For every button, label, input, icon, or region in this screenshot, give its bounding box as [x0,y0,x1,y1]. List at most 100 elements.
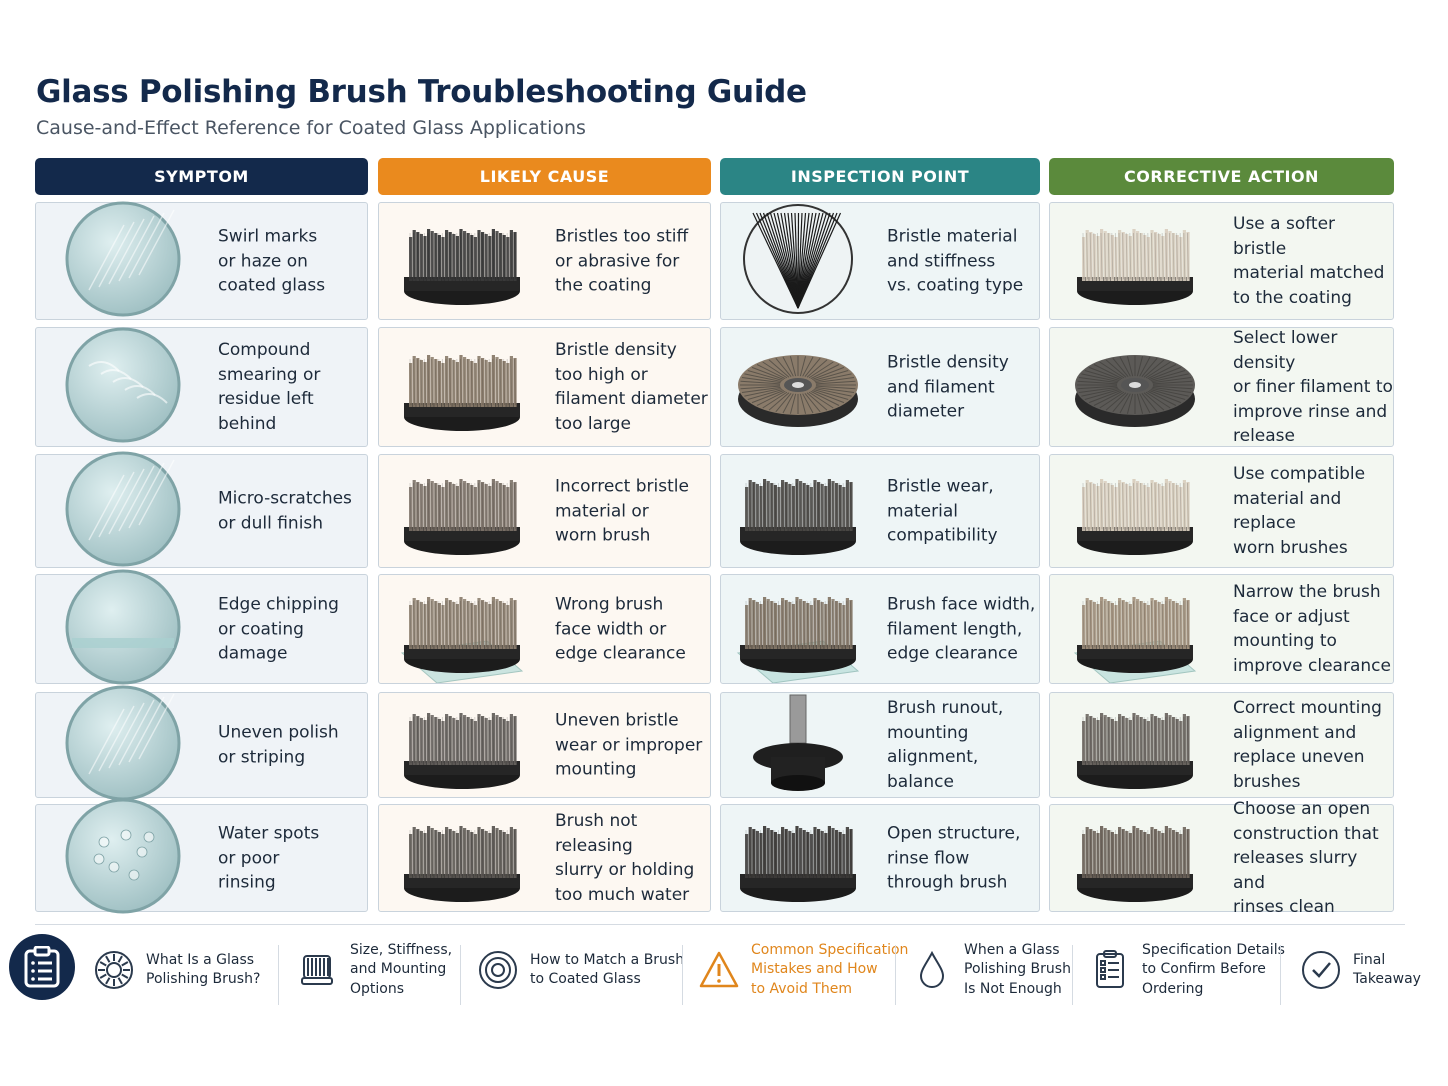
text-line: filament diameter [555,389,708,409]
text-line: or dull finish [218,513,324,533]
header-symptom: SYMPTOM [35,158,368,195]
brush-cause-image [397,329,527,445]
cause-text: Incorrect bristle material or worn brush [555,474,689,548]
text-line: Correct mounting [1233,698,1382,718]
coated-glass-sample-image [64,797,182,919]
text-line: Incorrect bristle [555,476,689,497]
nav-label-line: Takeaway [1353,971,1421,987]
text-line: too much water [555,884,690,905]
text-line: compatibility [887,525,998,546]
text-line: material or [555,500,649,521]
brush-cause-image [397,571,527,687]
text-line: Brush face width, [887,594,1036,615]
text-line: Bristles too stiff [555,226,689,247]
text-line: balance [887,771,954,792]
text-line: construction that [1233,823,1379,844]
nav-label-line: Options [350,980,405,997]
nav-label-line: Size, Stiffness, [350,941,453,958]
text-line: Select lower density [1233,327,1338,373]
header-likely-cause: LIKELY CAUSE [378,158,711,195]
brush-cause-image [397,800,527,916]
brush-corrective-image [1070,329,1200,445]
header-corrective-action: CORRECTIVE ACTION [1049,158,1394,195]
text-line: Wrong brush [555,594,664,615]
text-line: coated glass [218,275,326,296]
brush-corrective-image [1070,687,1200,803]
nav-label-line: How to Match a Brush [530,951,685,968]
coated-glass-sample-image [64,200,182,322]
text-line: edge clearance [887,643,1018,664]
text-line: improve rinse and [1233,401,1388,422]
guide-badge[interactable] [9,934,75,1000]
text-line: Uneven polish [218,722,339,743]
text-line: Edge chipping [218,594,339,615]
text-line: worn brushes [1233,537,1348,558]
brush-corrective-image [1070,800,1200,916]
coated-glass-sample-image [64,326,182,448]
text-line: Bristle material [887,226,1018,247]
text-line: worn brush [555,525,651,546]
text-line: or finer filament to [1233,376,1393,397]
brush-corrective-image [1070,453,1200,569]
brush-corrective-image [1070,203,1200,319]
nav-label-line: Final [1353,951,1386,968]
text-line: material and replace [1233,488,1342,534]
nav-separator [1072,945,1073,1005]
text-line: and stiffness [887,250,996,271]
text-line: material [887,500,958,521]
text-line: material matched [1233,263,1385,283]
table-cell-cause: Incorrect bristle material or worn brush [378,454,711,568]
brush-inspection-image [733,800,863,916]
nav-label-line: to Confirm Before [1142,961,1266,978]
table-cell-inspection: Brush face width,filament length,edge cl… [720,574,1040,684]
text-line: face width or [555,618,667,639]
text-line: or coating [218,618,304,639]
text-line: Open structure, [887,823,1021,844]
text-line: releases slurry and [1233,847,1358,893]
text-line: and filament [887,376,995,397]
text-line: release [1233,425,1295,446]
text-line: Uneven bristle [555,710,679,731]
nav-separator [460,945,461,1005]
text-line: rinsing [218,872,276,893]
nav-separator [1280,945,1281,1005]
nav-separator [682,945,683,1005]
text-line: rinses clean [1233,896,1335,917]
nav-label-line: Polishing Brush? [146,971,261,987]
column-headers: SYMPTOM LIKELY CAUSE INSPECTION POINT CO… [35,158,1395,195]
text-line: Narrow the brush [1233,582,1381,602]
text-line: diameter [887,401,965,422]
